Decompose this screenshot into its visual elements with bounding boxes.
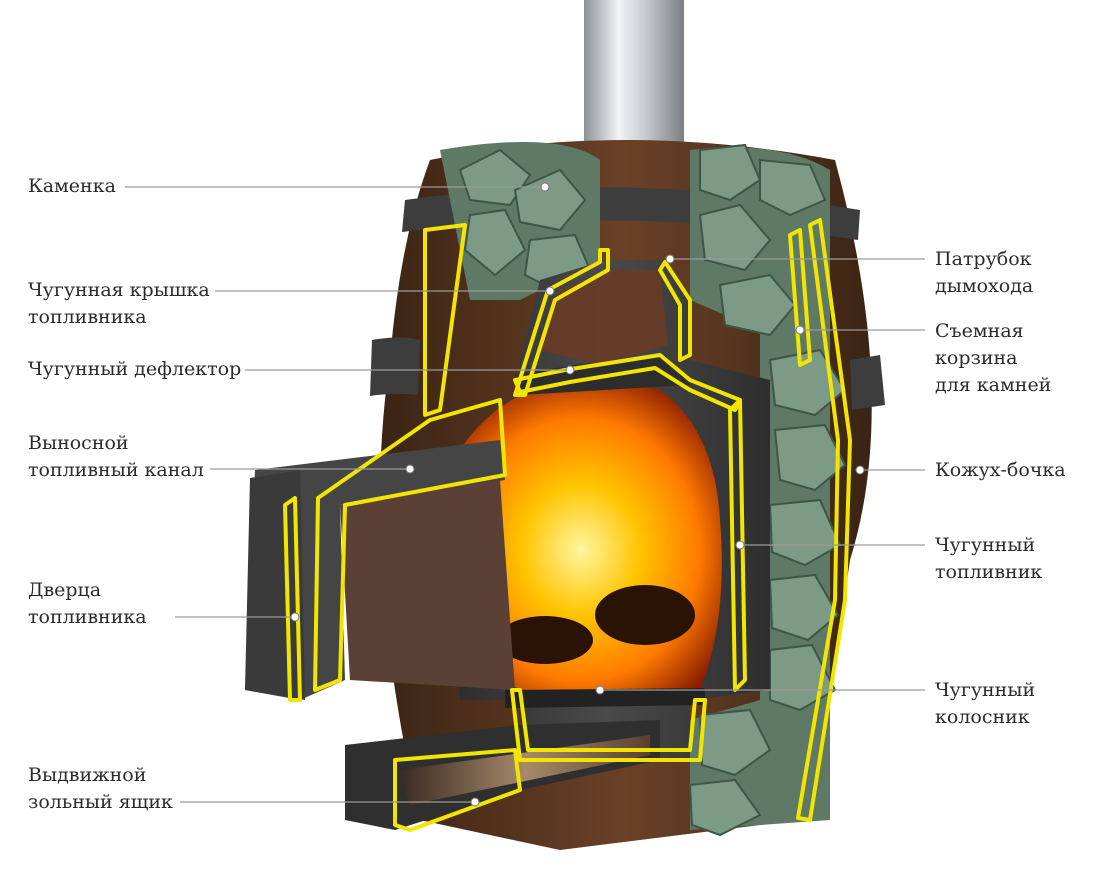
label-lid-line-2: топливника [28, 306, 147, 328]
logs [497, 585, 695, 664]
label-grate-line-2: колосник [935, 706, 1030, 728]
label-ashbox-line-1: Выдвижной [28, 764, 147, 786]
label-channel-line-2: топливный канал [28, 459, 204, 481]
label-chimney: Патрубок дымохода [935, 246, 1033, 300]
label-deflector-line-1: Чугунный дефлектор [28, 358, 242, 380]
label-casing: Кожух-бочка [935, 457, 1066, 484]
fuel-channel [245, 440, 505, 700]
label-door: Дверца топливника [28, 577, 147, 631]
label-firebox: Чугунный топливник [935, 532, 1042, 586]
label-chimney-line-1: Патрубок [935, 248, 1032, 270]
label-basket-line-1: Съемная [935, 320, 1024, 342]
label-casing-line-1: Кожух-бочка [935, 459, 1066, 481]
label-basket-line-3: для камней [935, 374, 1052, 396]
label-door-line-2: топливника [28, 606, 147, 628]
label-ashbox-line-2: зольный ящик [28, 791, 173, 813]
label-door-line-1: Дверца [28, 579, 102, 601]
label-grate: Чугунный колосник [935, 677, 1035, 731]
label-channel-line-1: Выносной [28, 432, 129, 454]
label-firebox-line-1: Чугунный [935, 534, 1036, 556]
label-lid: Чугунная крышка топливника [28, 277, 210, 331]
grate [505, 688, 705, 708]
leader-lines [125, 186, 925, 803]
label-firebox-line-2: топливник [935, 561, 1043, 583]
barrel-band-right [850, 355, 885, 410]
leader-dots [290, 182, 865, 807]
label-kamenka: Каменка [28, 173, 116, 200]
label-basket: Съемная корзина для камней [935, 318, 1051, 399]
fuel-channel-inner [340, 480, 515, 690]
smoke-chamber [540, 270, 668, 365]
ash-layer [400, 735, 650, 805]
label-grate-line-1: Чугунный [935, 679, 1036, 701]
label-ashbox: Выдвижной зольный ящик [28, 762, 173, 816]
label-deflector: Чугунный дефлектор [28, 356, 241, 383]
barrel-band-middle [370, 337, 420, 396]
cut-outlines [283, 218, 852, 832]
label-chimney-line-2: дымохода [935, 275, 1034, 297]
label-basket-line-2: корзина [935, 347, 1018, 369]
label-channel: Выносной топливный канал [28, 430, 204, 484]
stones [458, 143, 847, 837]
label-lid-line-1: Чугунная крышка [28, 279, 210, 301]
label-kamenka-line-1: Каменка [28, 175, 116, 197]
